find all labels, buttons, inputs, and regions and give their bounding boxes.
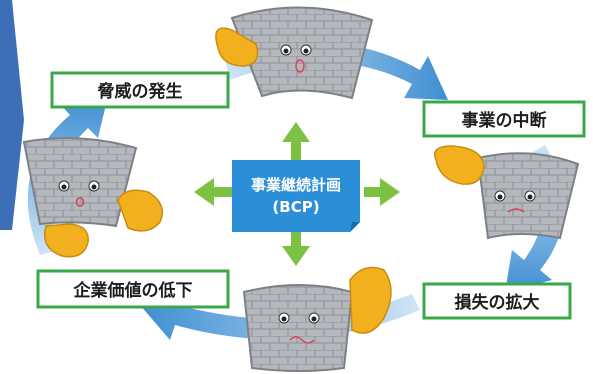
center-subtitle: (BCP): [272, 198, 319, 216]
stone-character-icon: [242, 266, 392, 372]
label-decline-text: 企業価値の低下: [73, 280, 193, 301]
side-chevron: [0, 0, 24, 230]
label-loss-text: 損失の拡大: [455, 292, 540, 313]
label-interruption: 事業の中断: [422, 100, 586, 138]
label-threat-text: 脅威の発生: [97, 81, 183, 102]
center-title: 事業継続計画: [251, 176, 341, 194]
label-threat: 脅威の発生: [50, 71, 230, 109]
center-arrows: [194, 122, 400, 266]
stone-character-icon: [434, 145, 580, 240]
stone-character-icon: [22, 137, 163, 258]
label-decline: 企業価値の低下: [36, 269, 230, 309]
center-box: 事業継続計画 (BCP): [232, 160, 360, 232]
label-loss: 損失の拡大: [422, 282, 572, 320]
cycle-arrow-bottom: [140, 290, 420, 340]
stone-character-icon: [215, 6, 374, 100]
label-interruption-text: 事業の中断: [462, 110, 547, 131]
